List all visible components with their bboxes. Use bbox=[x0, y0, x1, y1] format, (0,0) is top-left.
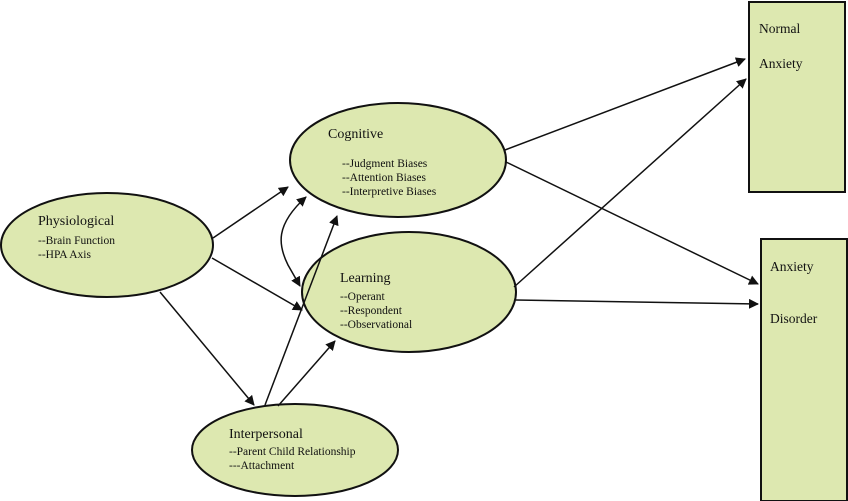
learning-item: --Respondent bbox=[340, 305, 403, 317]
physiological-title: Physiological bbox=[38, 214, 114, 229]
physiological-node bbox=[0, 192, 214, 298]
anxiety-disorder-label: Anxiety bbox=[770, 259, 814, 274]
interpersonal-node bbox=[191, 403, 399, 497]
interpersonal-title: Interpersonal bbox=[229, 427, 303, 442]
interpersonal-item: ---Attachment bbox=[229, 460, 295, 472]
cognitive-item: --Attention Biases bbox=[342, 172, 427, 184]
cognitive-title: Cognitive bbox=[328, 127, 383, 142]
normal-anxiety-label: Anxiety bbox=[759, 56, 803, 71]
cognitive-item: --Judgment Biases bbox=[342, 158, 428, 170]
cognitive-item: --Interpretive Biases bbox=[342, 186, 437, 198]
edge-interpersonal-cognitive bbox=[264, 215, 339, 406]
physiological-item: --Brain Function bbox=[38, 235, 115, 247]
anxiety-disorder-label: Disorder bbox=[770, 311, 818, 326]
learning-item: --Observational bbox=[340, 319, 412, 331]
edge-cognitive-learning-bidirectional bbox=[280, 196, 307, 287]
learning-item: --Operant bbox=[340, 291, 386, 303]
edge-interpersonal-learning bbox=[277, 340, 336, 407]
interpersonal-item: --Parent Child Relationship bbox=[229, 446, 356, 458]
edge-physiological-cognitive bbox=[212, 186, 289, 239]
edge-learning-normal-anxiety bbox=[513, 78, 747, 288]
learning-title: Learning bbox=[340, 271, 391, 286]
normal-anxiety-label: Normal bbox=[759, 21, 800, 36]
cognitive-node bbox=[289, 102, 507, 218]
edge-cognitive-normal-anxiety bbox=[504, 57, 746, 151]
learning-node bbox=[301, 231, 517, 353]
anxiety-disorder-box bbox=[760, 238, 848, 501]
edge-cognitive-anxiety-disorder bbox=[505, 161, 759, 285]
edge-physiological-interpersonal bbox=[159, 291, 255, 406]
edge-physiological-learning bbox=[211, 257, 303, 311]
edge-learning-anxiety-disorder bbox=[515, 298, 759, 309]
physiological-item: --HPA Axis bbox=[38, 249, 91, 261]
normal-anxiety-box bbox=[748, 1, 846, 193]
